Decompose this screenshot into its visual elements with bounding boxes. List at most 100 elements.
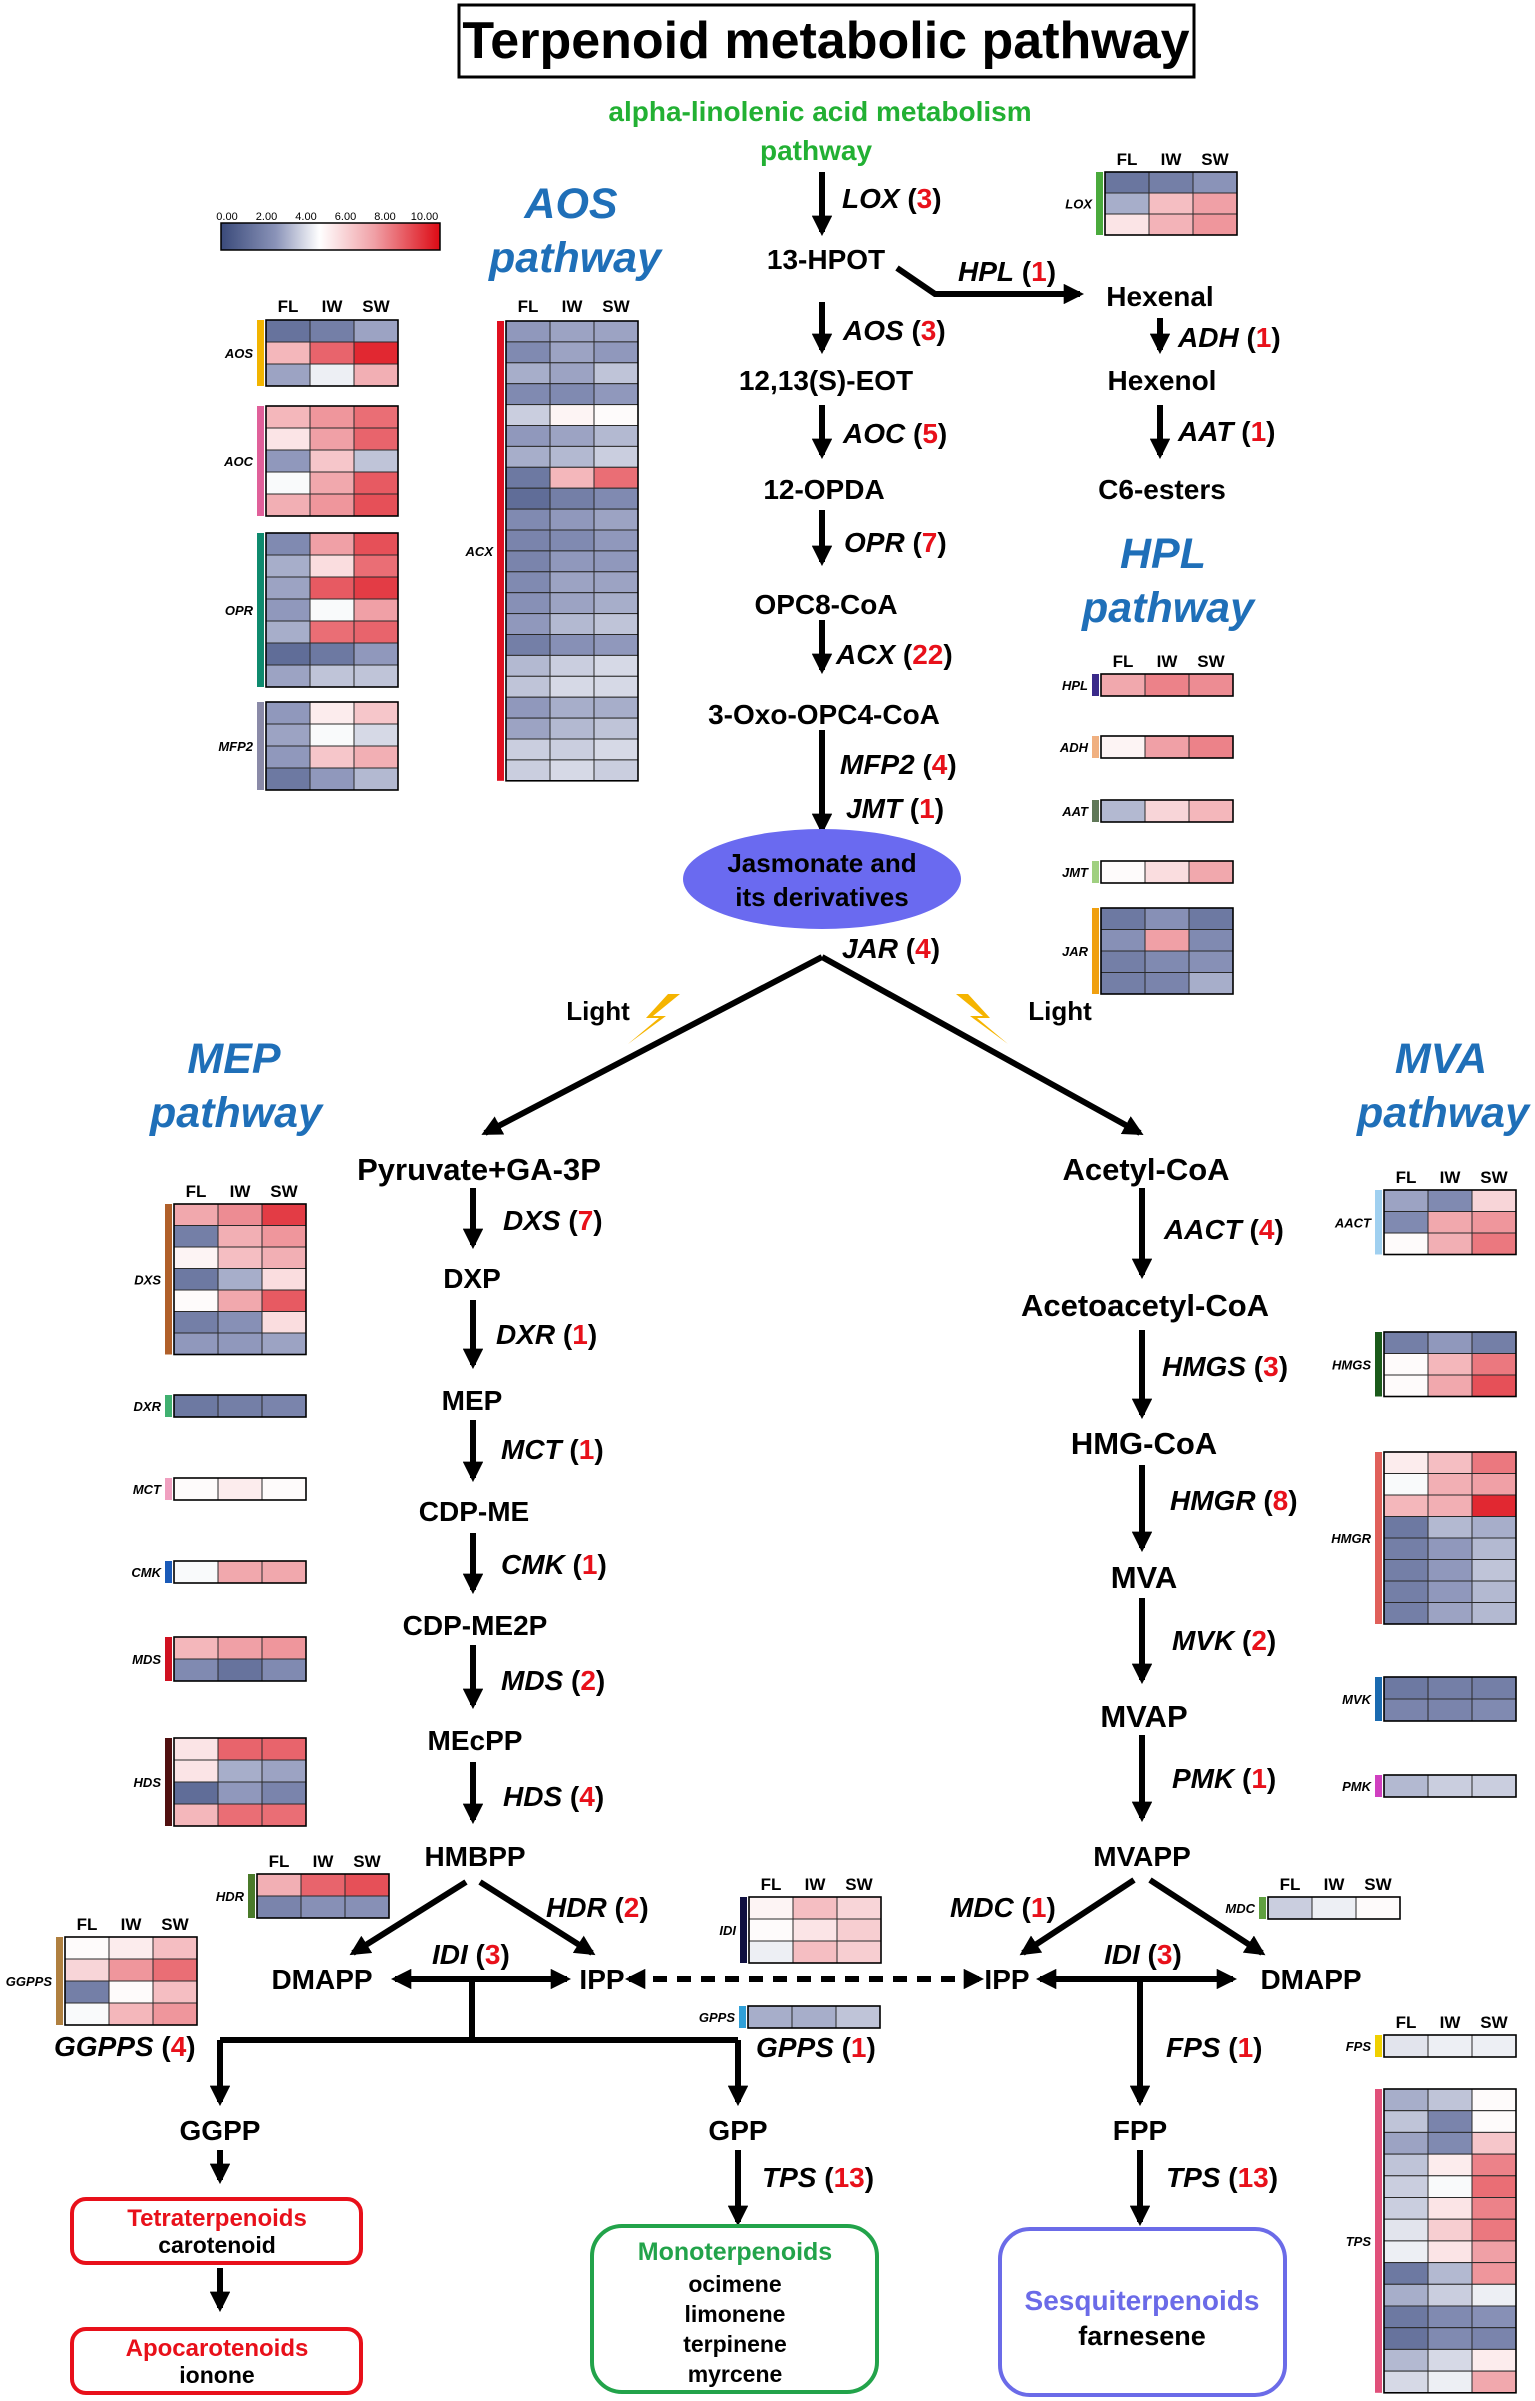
heatmap-column-header: SW [1480,1168,1508,1187]
heatmap-cell [1383,2240,1429,2264]
gene-track-bar [165,1478,172,1500]
heatmap-tps: TPS [1346,2088,1517,2394]
tetraterpenoids-heading: Tetraterpenoids [127,2205,307,2232]
gene-count: 1 [572,1319,588,1350]
enzyme-paren-open: ( [468,1939,486,1970]
heatmap-column-header: FL [1396,1168,1417,1187]
enzyme-paren-close: ) [867,2032,876,2063]
gene-count: 1 [1251,416,1267,447]
heatmap-cell [593,508,639,531]
heatmap-cell [108,2002,154,2026]
heatmap-frame [1100,860,1234,884]
enzyme-paren-open: ( [1233,416,1251,447]
heatmap-column-header: SW [353,1852,381,1871]
heatmap-cell [265,405,311,429]
enzyme-paren-open: ( [1234,1625,1252,1656]
enzyme-name: ACX [835,639,897,670]
enzyme-paren-open: ( [834,2032,852,2063]
enzyme-paren-open: ( [895,639,913,670]
heatmap-hmgs: HMGS [1332,1331,1517,1398]
enzyme-label-mds: MDS (2) [501,1665,605,1696]
enzyme-paren-close: ) [1269,2162,1278,2193]
enzyme-label-hpl: HPL (1) [958,256,1056,287]
heatmap-cell [1383,1774,1429,1798]
heatmap-gene-label: IDI [719,1923,736,1938]
heatmap-cell [748,1896,794,1920]
heatmap-cell [173,1394,219,1418]
heatmap-frame [1383,1331,1517,1398]
heatmap-frame [265,701,399,791]
enzyme-label-opr: OPR (7) [844,527,947,558]
heatmap-cell [265,723,311,747]
heatmap-cell [261,1394,307,1418]
heatmap-cell [1383,2034,1429,2058]
heatmap-cell [1383,2110,1429,2133]
heatmap-gene-label: MFP2 [218,739,253,754]
heatmap-frame [1383,1676,1517,1722]
heatmap-cell [265,664,311,688]
enzyme-paren-open: ( [915,749,933,780]
heatmap-cell [593,341,639,364]
heatmap-gene-label: JAR [1062,944,1089,959]
enzyme-paren-close: ) [1267,1625,1276,1656]
heatmap-gene-label: HMGS [1332,1357,1371,1372]
heatmap-cell [108,1980,154,2004]
heatmap-cell [1144,799,1190,823]
heatmap-cell [593,696,639,719]
heatmap-cell [1148,192,1194,215]
heatmap-cell [593,613,639,635]
heatmap-cell [1192,192,1238,215]
heatmap-cell [1383,1211,1429,1234]
gene-track-bar [1259,1897,1266,1919]
enzyme-paren-close: ) [186,2031,195,2062]
scale-tick-label: 10.00 [411,211,439,223]
heatmap-cell [1383,2218,1429,2242]
heatmap-cell [1104,213,1150,236]
heatmap-column-header: FL [1113,652,1134,671]
heatmap-cell [505,320,551,343]
enzyme-paren-open: ( [1256,1485,1274,1516]
heatmap-frame [505,320,639,782]
enzyme-label-jmt: JMT (1) [846,793,944,824]
metabolite-hexenal: Hexenal [1106,281,1213,312]
enzyme-label-mfp2: MFP2 (4) [840,749,957,780]
enzyme-label-adh: ADH (1) [1177,322,1281,353]
enzyme-name: AAT [1177,416,1236,447]
heatmap-cell [1383,1232,1429,1255]
heatmap-cell [309,319,355,343]
heatmap-cell [217,1636,263,1660]
heatmap-cell [1144,929,1190,952]
enzyme-name: IDI [432,1939,469,1970]
jasmonate-oval [683,829,961,929]
heatmap-cell [309,471,355,495]
heatmap-pmk: PMK [1342,1774,1517,1798]
heatmap-cell [593,550,639,573]
tetraterpenoids-item: carotenoid [158,2232,276,2258]
heatmap-cell [549,571,595,594]
metabolite-acetyl-coa: Acetyl-CoA [1062,1152,1229,1187]
enzyme-paren-close: ) [593,1205,602,1236]
heatmap-cell [1188,799,1234,823]
metabolite-ggpp: GGPP [180,2115,261,2146]
enzyme-paren-open: ( [562,1434,580,1465]
heatmap-cell [593,675,639,698]
heatmap-cell [353,405,399,429]
jasmonate-branch-arrows [481,172,1171,1136]
gene-track-bar [497,321,504,781]
heatmap-cell [1427,2218,1473,2242]
heatmap-cell [217,1781,263,1805]
heatmap-cell [265,576,311,600]
title-box [457,3,1196,79]
heatmap-column-header: FL [518,297,539,316]
heatmap-cell [1192,171,1238,194]
heatmap-cell [309,449,355,473]
heatmap-cell [835,2005,881,2029]
heatmap-cell [353,363,399,387]
enzyme-paren-close: ) [947,749,956,780]
enzyme-paren-close: ) [595,1781,604,1812]
heatmap-column-header: IW [1324,1875,1346,1894]
